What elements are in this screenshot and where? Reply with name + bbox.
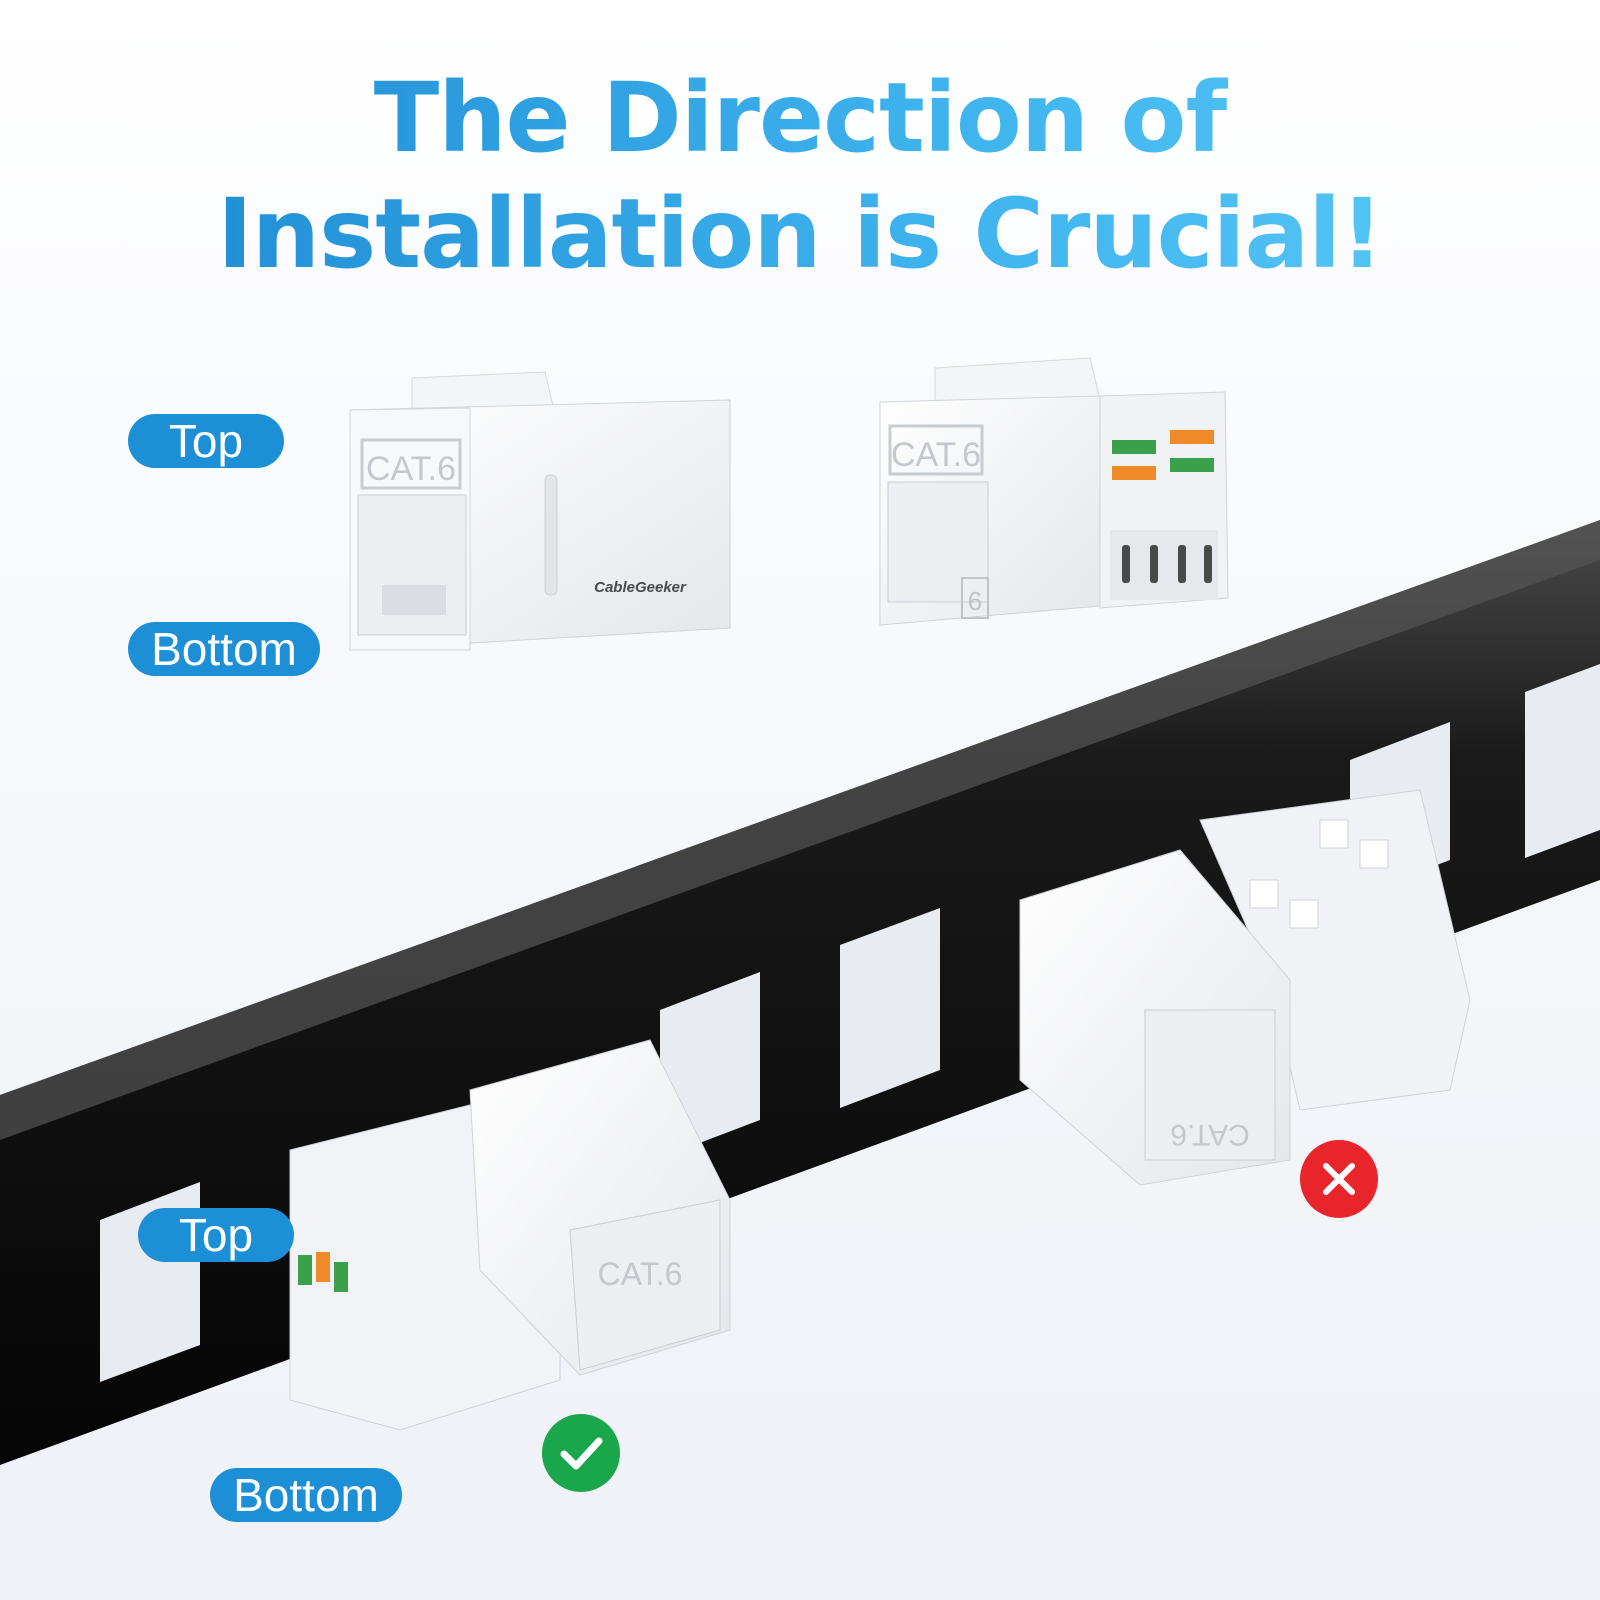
lower-bottom-label: Bottom — [210, 1468, 402, 1522]
upper-top-label: Top — [128, 414, 284, 468]
cross-badge — [1300, 1140, 1378, 1218]
cross-icon — [1323, 1163, 1355, 1195]
keystone-marking: CAT.6 — [891, 436, 981, 474]
coupler-product: CAT.6 CableGeeker — [349, 371, 731, 651]
lower-top-label: Top — [138, 1208, 294, 1262]
upper-bottom-label: Bottom — [128, 622, 320, 676]
wrong-keystone: CAT.6 — [1019, 789, 1471, 1186]
wire-color-codes — [1112, 430, 1214, 480]
wrong-keystone-marking: CAT.6 — [1170, 1118, 1249, 1151]
check-badge — [542, 1414, 620, 1492]
coupler-brand: CableGeeker — [594, 579, 687, 596]
check-icon — [560, 1437, 603, 1470]
installed-keystone: CAT.6 — [289, 1039, 731, 1431]
keystone-product: CAT.6 6 — [879, 357, 1229, 626]
keystone-number: 6 — [968, 586, 982, 616]
coupler-marking: CAT.6 — [366, 450, 456, 488]
installed-keystone-marking: CAT.6 — [598, 1256, 683, 1292]
